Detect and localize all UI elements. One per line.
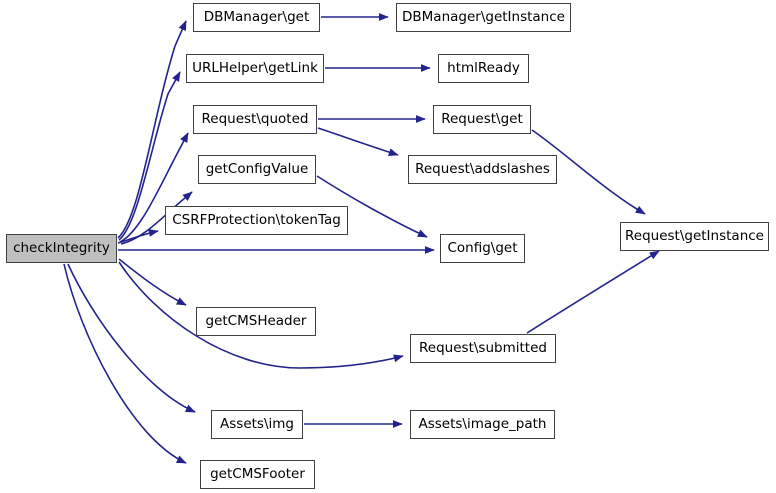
edge-checkIntegrity-to-DBManager_get: [117, 20, 187, 239]
node-Assets_image_path[interactable]: Assets\image_path: [410, 410, 555, 439]
node-label-Request_quoted: Request\quoted: [201, 110, 309, 127]
node-label-getCMSHeader: getCMSHeader: [205, 312, 307, 329]
node-DBManager_getInstance[interactable]: DBManager\getInstance: [396, 3, 571, 32]
node-Request_addslashes[interactable]: Request\addslashes: [408, 155, 557, 184]
node-label-Request_get: Request\get: [441, 110, 523, 127]
node-label-Config_get: Config\get: [447, 239, 518, 256]
node-label-URLHelper_getLink: URLHelper\getLink: [192, 59, 318, 76]
edge-group: [63, 13, 660, 464]
edge-Request_submitted-to-Request_getInstance: [526, 250, 660, 334]
node-Config_get[interactable]: Config\get: [440, 234, 525, 263]
node-Request_quoted[interactable]: Request\quoted: [193, 105, 317, 134]
node-htmlReady[interactable]: htmlReady: [438, 54, 529, 83]
node-Request_submitted[interactable]: Request\submitted: [410, 334, 556, 363]
edge-checkIntegrity-to-getCMSHeader: [118, 258, 187, 306]
node-label-checkIntegrity: checkIntegrity: [13, 239, 110, 256]
node-Request_get[interactable]: Request\get: [433, 105, 531, 134]
node-label-htmlReady: htmlReady: [447, 59, 520, 76]
node-Request_getInstance[interactable]: Request\getInstance: [620, 222, 769, 251]
edge-checkIntegrity-to-CSRFProtection_tokenTag: [117, 229, 159, 244]
node-getCMSHeader[interactable]: getCMSHeader: [196, 307, 316, 336]
node-getCMSFooter[interactable]: getCMSFooter: [200, 460, 315, 489]
node-label-Request_addslashes: Request\addslashes: [415, 160, 550, 177]
node-checkIntegrity[interactable]: checkIntegrity: [6, 234, 117, 263]
edge-getConfigValue-to-Config_get: [316, 175, 428, 238]
edge-Request_get-to-Request_getInstance: [531, 129, 646, 215]
edge-checkIntegrity-to-Request_quoted: [119, 132, 189, 243]
edge-Request_quoted-to-Request_addslashes: [317, 127, 399, 156]
node-label-Request_getInstance: Request\getInstance: [625, 227, 764, 244]
node-label-getConfigValue: getConfigValue: [205, 160, 309, 177]
node-label-Assets_img: Assets\img: [220, 415, 294, 432]
edge-checkIntegrity-to-Assets_img: [67, 263, 196, 413]
node-label-DBManager_getInstance: DBManager\getInstance: [402, 8, 565, 25]
node-label-Request_submitted: Request\submitted: [419, 339, 547, 356]
edge-checkIntegrity-to-Request_submitted: [118, 261, 404, 369]
node-URLHelper_getLink[interactable]: URLHelper\getLink: [186, 54, 324, 83]
node-label-CSRFProtection_tokenTag: CSRFProtection\tokenTag: [172, 211, 341, 228]
node-label-DBManager_get: DBManager\get: [203, 8, 310, 25]
edge-checkIntegrity-to-URLHelper_getLink: [118, 71, 181, 241]
edge-checkIntegrity-to-getCMSFooter: [63, 263, 187, 464]
node-Assets_img[interactable]: Assets\img: [211, 410, 303, 439]
node-label-getCMSFooter: getCMSFooter: [210, 465, 305, 482]
node-label-Assets_image_path: Assets\image_path: [418, 415, 547, 432]
edge-checkIntegrity-to-getConfigValue: [120, 191, 193, 245]
node-CSRFProtection_tokenTag[interactable]: CSRFProtection\tokenTag: [165, 206, 348, 235]
node-DBManager_get[interactable]: DBManager\get: [193, 3, 320, 32]
node-getConfigValue[interactable]: getConfigValue: [198, 155, 316, 184]
